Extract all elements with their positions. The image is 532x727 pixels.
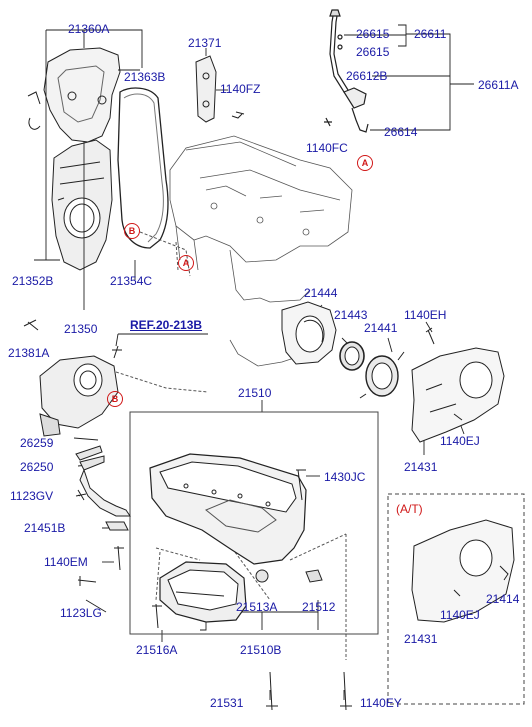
engine-block <box>169 135 353 367</box>
label-26614: 26614 <box>384 125 418 139</box>
seal-retainer-21441 <box>359 351 405 399</box>
oil-level-gauge <box>324 9 369 133</box>
oil-strainer <box>75 445 131 531</box>
lower-oil-pan-21510B <box>159 561 247 623</box>
at-variant-label: (A/T) <box>396 502 423 516</box>
label-21354C: 21354C <box>110 274 153 288</box>
label-21513A: 21513A <box>236 600 278 614</box>
label-1430JC: 1430JC <box>324 470 366 484</box>
label-21512: 21512 <box>302 600 336 614</box>
drain-plug-parts <box>255 569 323 583</box>
clip-detail <box>27 91 41 130</box>
label-1140FZ: 1140FZ <box>220 82 261 96</box>
label-1140EM: 1140EM <box>44 555 88 569</box>
marker-b-cover: B <box>124 223 140 239</box>
label-21381A: 21381A <box>8 346 50 360</box>
oil-pan-box <box>129 411 379 635</box>
label-21441: 21441 <box>364 321 398 335</box>
label-26615-a: 26615 <box>356 27 390 41</box>
rear-plate-at <box>411 519 515 623</box>
label-21516A: 21516A <box>136 643 178 657</box>
marker-a-gauge: A <box>357 155 373 171</box>
rear-plate-21431 <box>411 347 505 443</box>
label-1123GV: 1123GV <box>10 489 54 503</box>
label-21360A: 21360A <box>68 22 110 36</box>
label-1140EH: 1140EH <box>404 308 447 322</box>
label-26250: 26250 <box>20 460 54 474</box>
label-26615-b: 26615 <box>356 45 390 59</box>
bolt-1140EH <box>425 327 435 345</box>
label-21443: 21443 <box>334 308 368 322</box>
cover-gasket <box>117 87 169 249</box>
oil-pump <box>23 319 122 437</box>
label-21451B: 21451B <box>24 521 66 535</box>
rear-oil-seal-case <box>281 301 337 365</box>
label-21352B: 21352B <box>12 274 54 288</box>
ref-underline <box>115 333 208 347</box>
label-1140FC: 1140FC <box>306 141 348 155</box>
label-21510B: 21510B <box>240 643 282 657</box>
label-26612B: 26612B <box>346 69 388 83</box>
leader-lines <box>34 24 474 700</box>
label-1140EY: 1140EY <box>360 696 402 710</box>
label-21531: 21531 <box>210 696 244 710</box>
label-21371: 21371 <box>188 36 222 50</box>
label-26259: 26259 <box>20 436 54 450</box>
label-21431-a: 21431 <box>404 460 438 474</box>
timing-belt-cover-lower <box>51 139 113 271</box>
label-21414: 21414 <box>486 592 520 606</box>
label-26611A: 26611A <box>478 78 519 92</box>
marker-b-pump: B <box>107 391 123 407</box>
label-1140EJ-b: 1140EJ <box>440 608 480 622</box>
label-1123LG: 1123LG <box>60 606 102 620</box>
bracket-21371 <box>195 55 245 123</box>
upper-oil-pan-21510 <box>149 453 307 565</box>
label-21431-b: 21431 <box>404 632 438 646</box>
label-21444: 21444 <box>304 286 338 300</box>
marker-a-block: A <box>178 255 194 271</box>
bolts-misc <box>77 545 352 711</box>
ref-link-20-213b[interactable]: REF.20-213B <box>130 318 203 332</box>
oil-seal <box>339 341 365 371</box>
label-26611: 26611 <box>414 27 447 41</box>
timing-belt-cover-upper <box>43 47 121 143</box>
label-21510: 21510 <box>238 386 272 400</box>
label-21363B: 21363B <box>124 70 166 84</box>
at-variant-box <box>387 493 525 705</box>
label-21350: 21350 <box>64 322 98 336</box>
label-1140EJ-a: 1140EJ <box>440 434 480 448</box>
